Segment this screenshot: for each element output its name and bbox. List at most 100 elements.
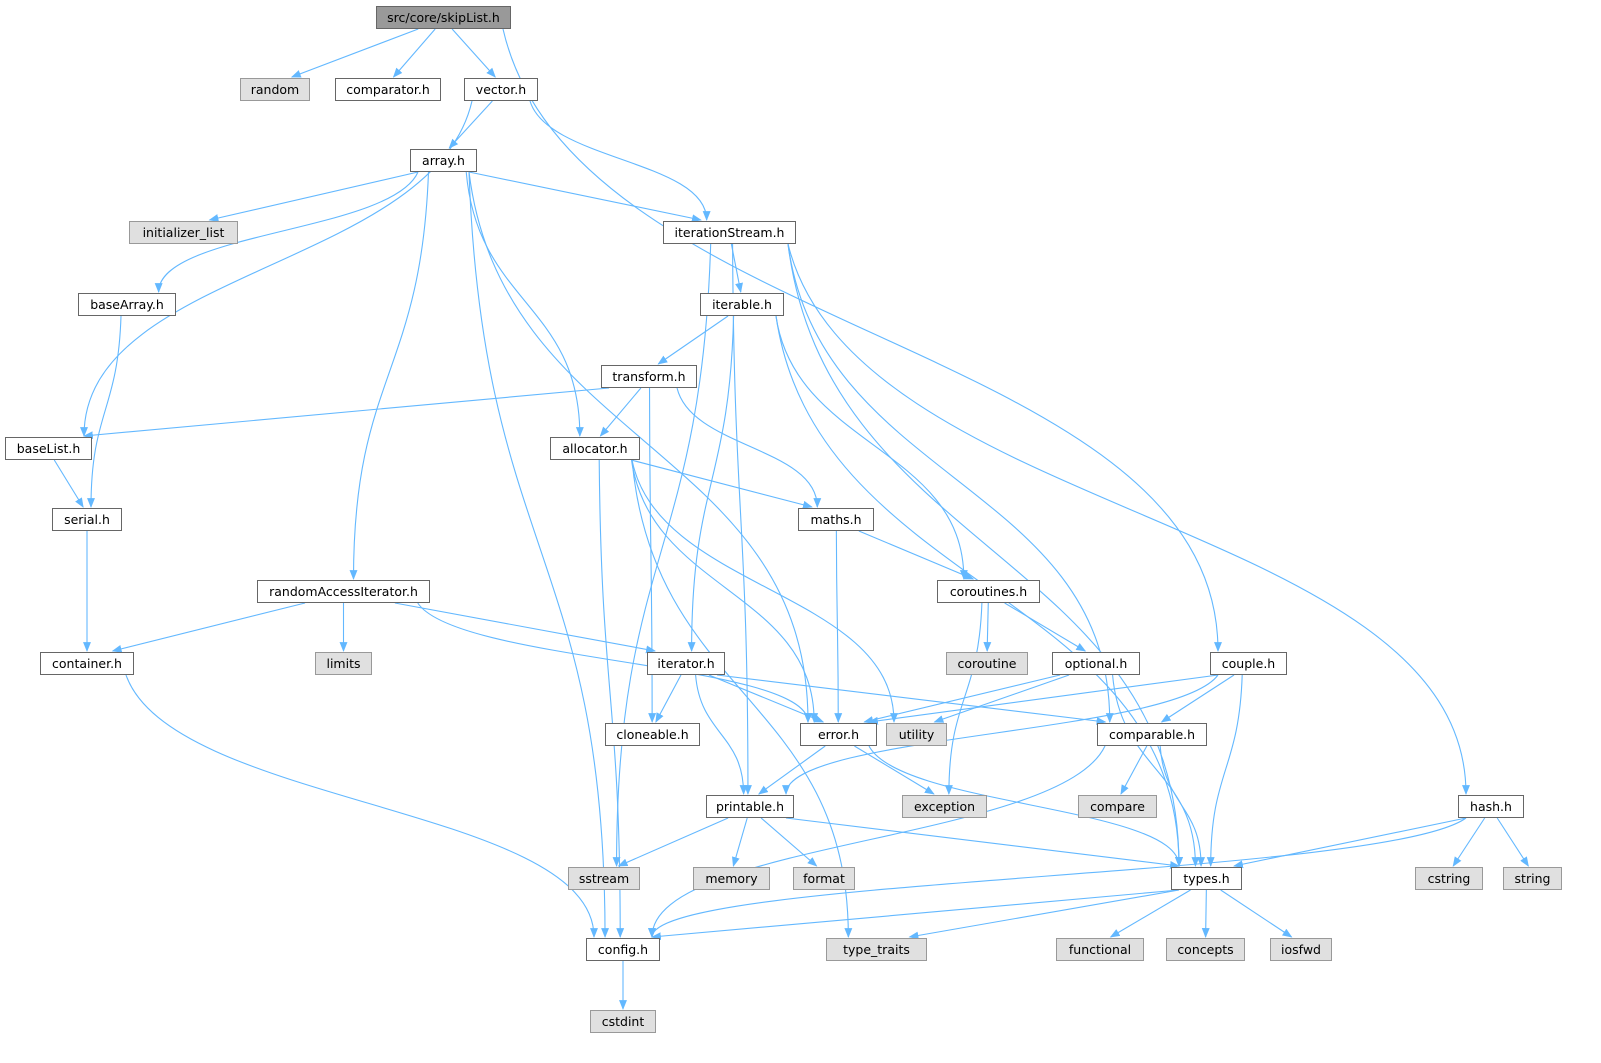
edge-array-to-config bbox=[468, 171, 610, 938]
edge-error-to-printable bbox=[758, 745, 826, 795]
node-exception: exception bbox=[902, 795, 987, 818]
edge-maths-to-error bbox=[834, 530, 843, 723]
node-hash[interactable]: hash.h bbox=[1458, 795, 1524, 818]
node-iosfwd: iosfwd bbox=[1270, 938, 1332, 961]
edge-skipList-to-comparator bbox=[392, 28, 436, 78]
node-iterator[interactable]: iterator.h bbox=[647, 652, 725, 675]
edge-container-to-config bbox=[125, 674, 598, 938]
node-config[interactable]: config.h bbox=[586, 938, 660, 961]
node-utility: utility bbox=[886, 723, 947, 746]
edge-couple-to-types bbox=[1206, 674, 1243, 867]
edge-array-to-allocator bbox=[465, 171, 584, 437]
edge-coroutines-to-exception bbox=[944, 602, 983, 795]
node-format: format bbox=[793, 867, 855, 890]
edge-iterator-to-cloneable bbox=[655, 674, 682, 723]
edge-comparable-to-config bbox=[648, 745, 1106, 938]
node-allocator[interactable]: allocator.h bbox=[550, 437, 640, 460]
edge-comparable-to-types bbox=[1159, 745, 1206, 867]
node-coroutine: coroutine bbox=[946, 652, 1028, 675]
edge-iterationStream-to-types bbox=[787, 243, 1183, 867]
node-transform[interactable]: transform.h bbox=[601, 365, 697, 388]
edge-array-to-iterationStream bbox=[468, 171, 702, 223]
edge-iterationStream-to-comparable bbox=[787, 243, 1114, 723]
edge-comparable-to-compare bbox=[1120, 745, 1148, 795]
node-type-traits: type_traits bbox=[826, 938, 927, 961]
edge-error-to-types bbox=[868, 745, 1183, 867]
edge-transform-to-allocator bbox=[599, 387, 642, 437]
node-limits: limits bbox=[315, 652, 372, 675]
edge-array-to-randomAccessIterator bbox=[349, 171, 430, 580]
edge-iterationStream-to-printable bbox=[732, 243, 752, 795]
edge-array-to-initializer_list bbox=[208, 171, 419, 222]
node-coroutines[interactable]: coroutines.h bbox=[937, 580, 1040, 603]
node-iterationStream[interactable]: iterationStream.h bbox=[663, 221, 796, 244]
edge-types-to-config bbox=[651, 889, 1180, 941]
node-array[interactable]: array.h bbox=[410, 149, 477, 172]
edge-iterationStream-to-hash bbox=[787, 243, 1470, 795]
node-container[interactable]: container.h bbox=[40, 652, 134, 675]
edge-allocator-to-error bbox=[630, 459, 819, 723]
node-optional[interactable]: optional.h bbox=[1052, 652, 1140, 675]
node-iterable[interactable]: iterable.h bbox=[700, 293, 784, 316]
edge-maths-to-coroutines bbox=[858, 530, 975, 580]
node-serial[interactable]: serial.h bbox=[52, 508, 122, 531]
edge-iterator-to-comparable bbox=[716, 674, 1107, 725]
edge-vector-to-array bbox=[448, 100, 493, 149]
edge-types-to-type_traits bbox=[908, 889, 1180, 940]
edge-randomAccessIterator-to-container bbox=[111, 602, 306, 653]
edge-coroutines-to-coroutine bbox=[983, 602, 992, 652]
edge-iterable-to-iterator bbox=[687, 315, 735, 652]
edge-optional-to-utility bbox=[933, 674, 1070, 723]
node-comparator[interactable]: comparator.h bbox=[335, 78, 441, 101]
edge-skipList-to-vector bbox=[451, 28, 496, 78]
edge-optional-to-types bbox=[1112, 674, 1200, 867]
node-randomAccessIterator[interactable]: randomAccessIterator.h bbox=[257, 580, 430, 603]
node-cstdint: cstdint bbox=[590, 1010, 656, 1033]
edge-iterable-to-coroutines bbox=[775, 315, 968, 580]
edge-couple-to-comparable bbox=[1160, 674, 1235, 723]
edge-printable-to-types bbox=[785, 817, 1180, 869]
edge-printable-to-format bbox=[760, 817, 818, 867]
edge-skipList-to-couple bbox=[502, 28, 1222, 652]
edge-hash-to-cstring bbox=[1452, 817, 1486, 867]
node-functional: functional bbox=[1056, 938, 1144, 961]
node-error[interactable]: error.h bbox=[800, 723, 877, 746]
edge-types-to-functional bbox=[1109, 889, 1191, 938]
edge-hash-to-string bbox=[1496, 817, 1529, 867]
edge-randomAccessIterator-to-iterator bbox=[394, 602, 656, 654]
node-printable[interactable]: printable.h bbox=[706, 795, 794, 818]
node-couple[interactable]: couple.h bbox=[1210, 652, 1287, 675]
edge-allocator-to-type_traits bbox=[631, 459, 853, 938]
node-vector[interactable]: vector.h bbox=[464, 78, 538, 101]
edge-hash-to-config bbox=[648, 817, 1467, 938]
node-random: random bbox=[240, 78, 310, 101]
node-initializer-list: initializer_list bbox=[129, 221, 238, 244]
edge-types-to-concepts bbox=[1201, 889, 1210, 938]
node-compare: compare bbox=[1078, 795, 1157, 818]
edge-iterator-to-printable bbox=[695, 674, 748, 795]
edge-couple-to-error bbox=[868, 674, 1219, 725]
edge-printable-to-sstream bbox=[617, 817, 729, 867]
node-baseArray[interactable]: baseArray.h bbox=[78, 293, 176, 316]
edge-couple-to-printable bbox=[782, 674, 1219, 795]
edge-types-to-iosfwd bbox=[1220, 889, 1293, 938]
node-skipList[interactable]: src/core/skipList.h bbox=[376, 6, 511, 29]
edge-iterable-to-transform bbox=[657, 315, 729, 365]
node-comparable[interactable]: comparable.h bbox=[1097, 723, 1207, 746]
edge-transform-to-baseList bbox=[83, 387, 610, 440]
node-baseList[interactable]: baseList.h bbox=[5, 437, 92, 460]
edge-array-to-error bbox=[468, 171, 812, 723]
node-memory: memory bbox=[693, 867, 770, 890]
node-types[interactable]: types.h bbox=[1171, 867, 1242, 890]
edge-skipList-to-random bbox=[290, 28, 419, 78]
node-concepts: concepts bbox=[1166, 938, 1245, 961]
edge-baseArray-to-serial bbox=[87, 315, 122, 508]
edge-baseList-to-serial bbox=[53, 459, 84, 508]
node-maths[interactable]: maths.h bbox=[798, 508, 874, 531]
edge-iterationStream-to-sstream bbox=[612, 243, 712, 867]
node-cstring: cstring bbox=[1415, 867, 1483, 890]
node-cloneable[interactable]: cloneable.h bbox=[605, 723, 700, 746]
edge-vector-to-iterationStream bbox=[529, 100, 711, 221]
edge-allocator-to-config bbox=[598, 459, 625, 938]
